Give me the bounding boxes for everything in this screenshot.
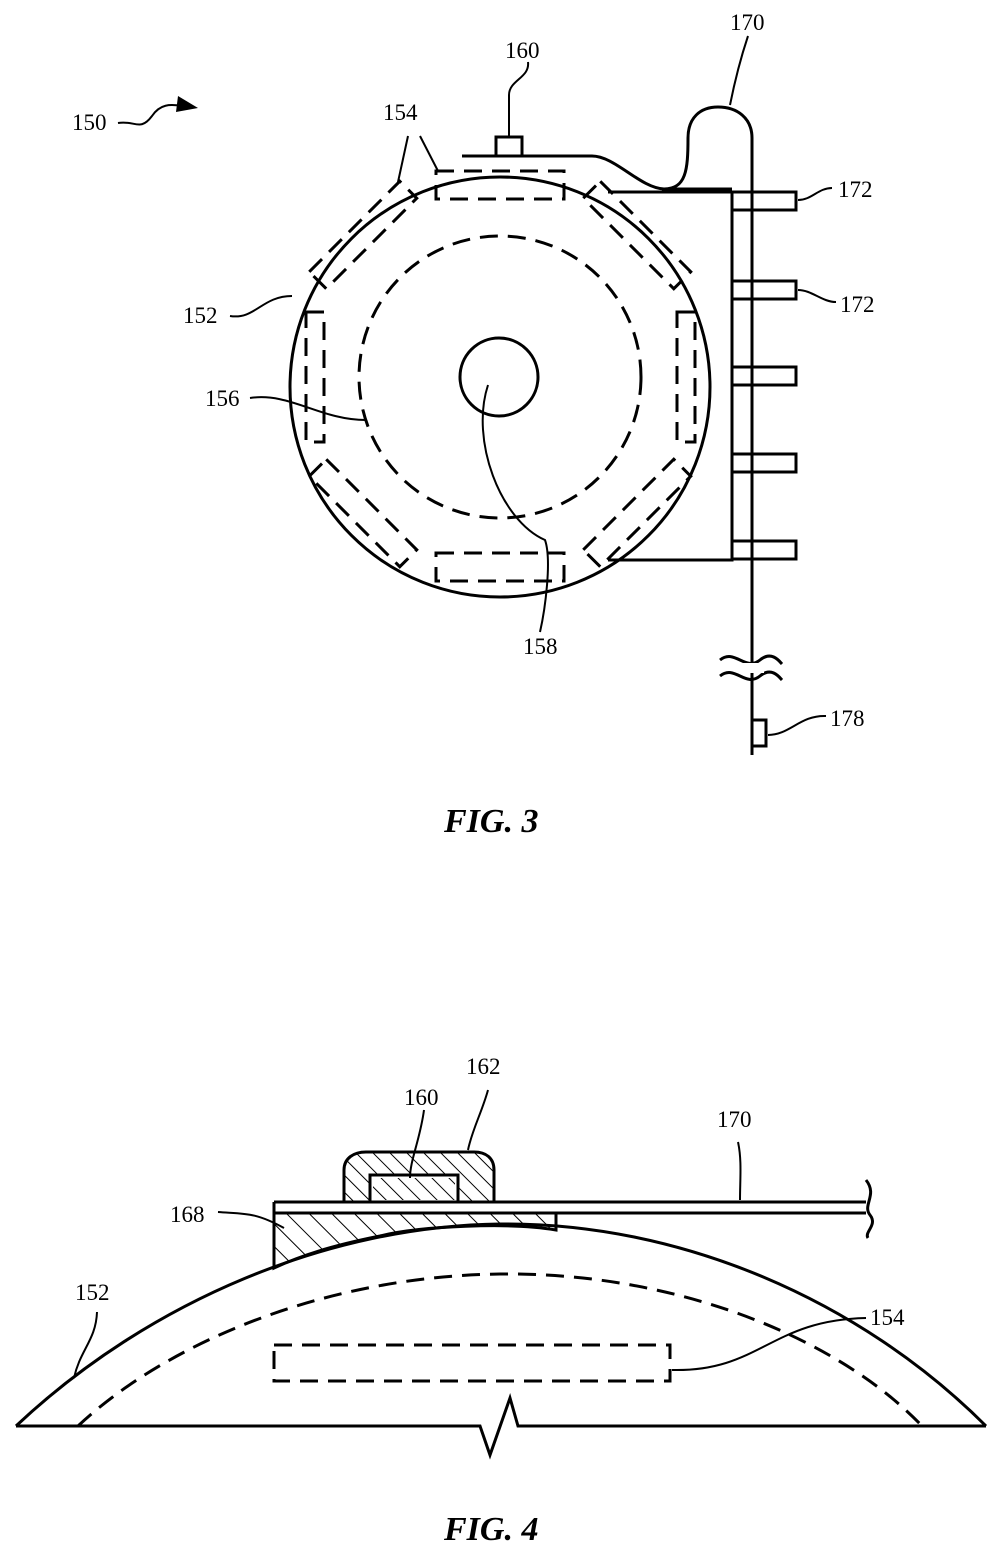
leader-154a [398,136,408,182]
magnet-array-154 [306,171,695,581]
ref-160: 160 [505,38,540,63]
ref-172-top: 172 [838,177,873,202]
flex-strip-end [866,1180,873,1238]
ref-154: 154 [383,100,418,125]
ref-150: 150 [72,110,107,135]
leader-170-fig4 [738,1142,741,1200]
leader-160 [509,62,528,137]
pins-172 [732,192,796,559]
ref-156: 156 [205,386,240,411]
ref-158: 158 [523,634,558,659]
ref-152: 152 [183,303,218,328]
ref-170-fig4: 170 [717,1107,752,1132]
sensor-160-hatch [373,1178,455,1200]
pin-2 [732,281,796,299]
component-178 [752,720,766,746]
disk-surface-152 [16,1224,986,1426]
caption-fig-4: FIG. 4 [443,1511,538,1546]
disk-152 [290,177,710,597]
magnet-bottom-left [309,459,416,566]
base-line-with-break [16,1398,986,1455]
leader-156 [250,397,366,420]
leader-170 [730,36,748,105]
arrow-150-head [176,96,198,112]
mount-168 [274,1213,556,1268]
magnet-top [436,171,564,199]
ref-162: 162 [466,1054,501,1079]
ref-168: 168 [170,1202,205,1227]
leader-162 [468,1090,488,1150]
magnet-bottom [436,553,564,581]
ref-152-fig4: 152 [75,1280,110,1305]
leader-172a [798,188,832,200]
leader-152 [230,296,292,316]
magnet-left [306,312,324,442]
inner-circle-156 [359,236,641,518]
ref-154-fig4: 154 [870,1305,905,1330]
ref-178: 178 [830,706,865,731]
pin-1 [732,192,796,210]
caption-fig-3: FIG. 3 [443,803,538,840]
sensor-160 [496,137,522,156]
center-hole-158 [460,338,538,416]
leader-178 [768,716,826,735]
magnet-right [677,312,695,442]
leader-154b [420,136,438,171]
figure-3: 150 [72,10,875,840]
cable-break-gap [740,663,764,673]
ref-160-fig4: 160 [404,1085,439,1110]
figure-4: 162 160 170 168 152 154 FIG. 4 [16,1054,986,1546]
ref-172-second: 172 [840,292,875,317]
magnet-bottom-right [583,459,690,566]
pin-4 [732,454,796,472]
leader-150 [118,105,182,125]
pin-5 [732,541,796,559]
pin-3 [732,367,796,385]
magnet-154-section [274,1345,670,1381]
leader-172b [798,290,836,302]
ref-170: 170 [730,10,765,35]
